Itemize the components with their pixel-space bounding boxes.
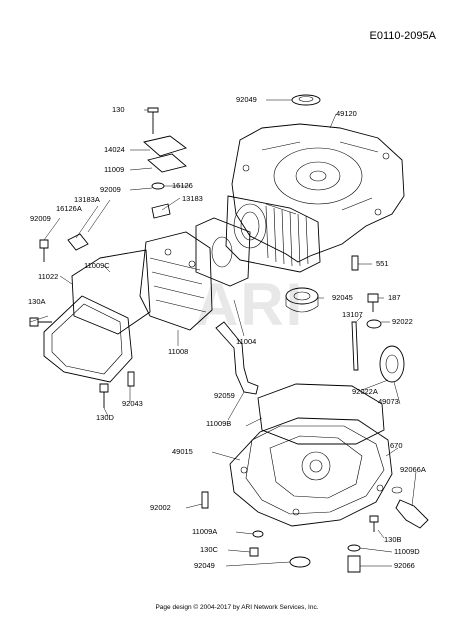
crankcase-shape (231, 123, 405, 263)
plug-92066A-shape (395, 499, 429, 529)
part-label-92022: 92022 (392, 317, 413, 326)
part-label-92049-top: 92049 (236, 95, 257, 104)
cylinder-shape (225, 195, 321, 273)
part-label-92049-bottom: 92049 (194, 561, 215, 570)
part-label-11009A: 11009A (192, 527, 218, 536)
part-label-670: 670 (390, 441, 403, 450)
pin-92043-shape (127, 371, 135, 387)
bolt-187-shape (367, 293, 379, 312)
bolt-92009-left-shape (39, 239, 49, 262)
plug-92066-shape (347, 555, 361, 573)
breather-tube-shape (215, 321, 259, 395)
cover-gasket-shape (71, 249, 151, 335)
part-label-13183A: 13183A (74, 195, 100, 204)
part-label-92059: 92059 (214, 391, 235, 400)
part-label-11009C: 11009C (84, 261, 110, 270)
oil-seal-bottom (289, 556, 311, 568)
part-label-92009-left: 92009 (30, 214, 51, 223)
bolt-130B-shape (369, 515, 379, 532)
plate-13183-shape (151, 203, 171, 219)
part-label-16126: 16126 (172, 181, 193, 190)
watermark-text: ARI (195, 271, 305, 338)
part-label-92022A: 92022A (352, 387, 378, 396)
part-label-11022: 11022 (38, 272, 59, 281)
washer-92009-shape (151, 182, 165, 190)
copyright-footer: Page design © 2004-2017 by ARI Network S… (155, 604, 319, 611)
part-label-11009D: 11009D (394, 547, 420, 556)
bolt-130-shape (147, 107, 159, 134)
crankcase-gasket-shape (257, 383, 385, 445)
part-label-187: 187 (388, 293, 401, 302)
oil-pan-shape (229, 417, 393, 527)
bearing-shape (285, 287, 319, 313)
part-label-92045: 92045 (332, 293, 353, 302)
cylinder-head-shape (139, 231, 213, 331)
governor-gear-shape (379, 345, 405, 383)
part-label-14024: 14024 (104, 145, 125, 154)
part-label-13107: 13107 (342, 310, 363, 319)
washer-11009D-shape (347, 544, 361, 552)
part-label-16126A: 16126A (56, 204, 82, 213)
part-label-11004: 11004 (236, 337, 257, 346)
washer-92022-shape (366, 319, 382, 329)
part-label-13183: 13183 (182, 194, 203, 203)
head-gasket-shape (195, 217, 251, 287)
part-label-11009B: 11009B (206, 419, 232, 428)
part-label-49073: 49073 (378, 397, 399, 406)
part-label-92002: 92002 (150, 503, 171, 512)
leader-lines (29, 99, 417, 567)
part-label-130A: 130A (28, 297, 46, 306)
part-label-11009-top: 11009 (104, 165, 125, 174)
diagram-code: E0110-2095A (369, 30, 436, 42)
bushing-16126A-shape (67, 233, 89, 251)
part-label-92043: 92043 (122, 399, 143, 408)
part-label-130C: 130C (200, 545, 218, 554)
breather-plate-shape (143, 135, 187, 157)
part-label-11008: 11008 (168, 347, 189, 356)
part-label-92066A: 92066A (400, 465, 426, 474)
part-label-92066: 92066 (394, 561, 415, 570)
shaft-13107-shape (351, 321, 359, 371)
breather-gasket-shape (147, 153, 187, 173)
stud-92002-shape (201, 491, 209, 509)
rocker-cover-shape (43, 295, 133, 383)
washer-11009A-shape (252, 530, 264, 538)
part-label-130B: 130B (384, 535, 402, 544)
bolt-130A-shape (29, 317, 52, 327)
dowel-551-shape (351, 255, 359, 271)
part-label-130D: 130D (96, 413, 114, 422)
bolt-130C-shape (249, 547, 259, 557)
part-label-49015: 49015 (172, 447, 193, 456)
part-label-49120: 49120 (336, 109, 357, 118)
part-label-551: 551 (376, 259, 389, 268)
part-label-92009-top: 92009 (100, 185, 121, 194)
part-label-130: 130 (112, 105, 125, 114)
bolt-130D-shape (99, 383, 109, 408)
